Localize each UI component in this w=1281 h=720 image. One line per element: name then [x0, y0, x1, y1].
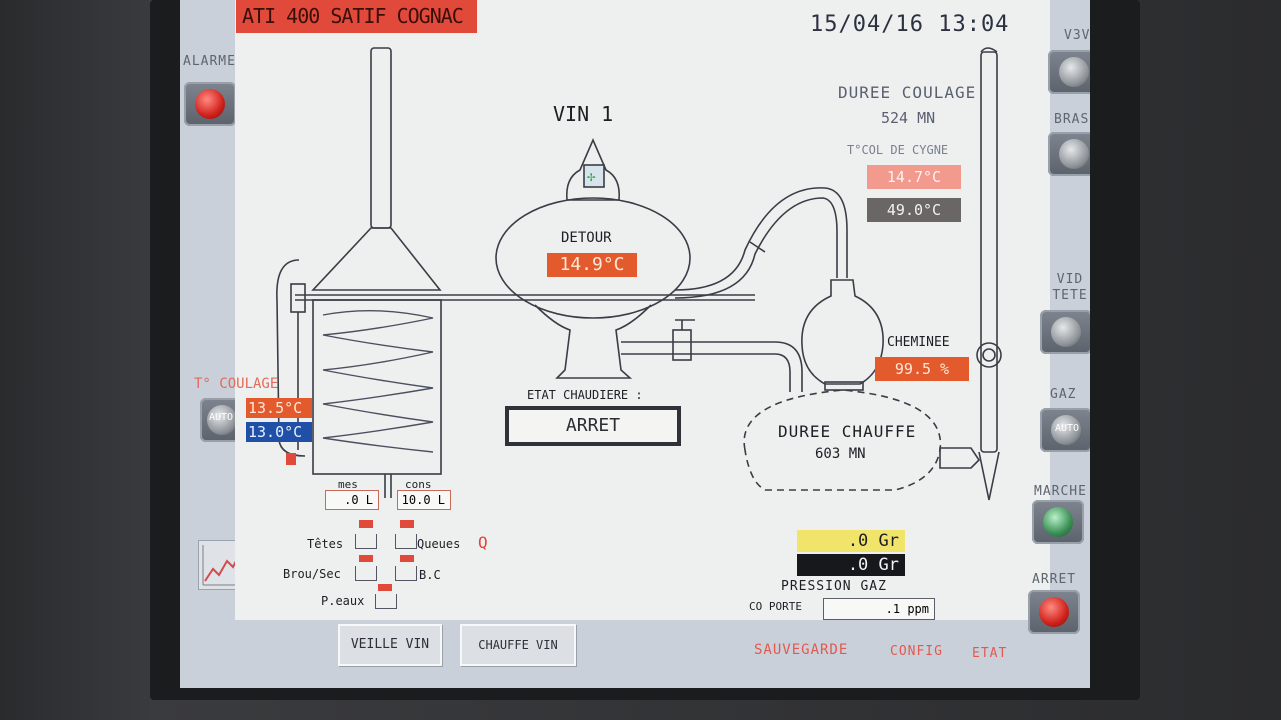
queues-mark: Q [478, 533, 488, 552]
vid-tete-button[interactable] [1040, 310, 1090, 354]
temp-coulage-hot: 13.5°C [246, 398, 312, 418]
sauvegarde-link[interactable]: SAUVEGARDE [754, 642, 849, 658]
datetime: 15/04/16 13:04 [810, 12, 1010, 37]
etat-chaudiere-label: ETAT CHAUDIERE : [527, 388, 643, 402]
mes-label: mes [338, 478, 358, 491]
brass-lamp-icon [1059, 139, 1089, 169]
peaux-valve-button[interactable] [375, 594, 397, 609]
etat-chaudiere-panel: ARRET [505, 406, 681, 446]
cheminee-label: CHEMINEE [887, 335, 950, 350]
coulage-status-icon [286, 453, 296, 465]
installation-title: ATI 400 SATIF COGNAC [236, 0, 477, 33]
etat-link[interactable]: ETAT [972, 646, 1008, 661]
process-view: 15/04/16 13:04 VIN 1 DETOUR 14.9°C ✢ DUR… [235, 0, 1050, 620]
arret-lamp-icon [1039, 597, 1069, 627]
tetes-label: Têtes [307, 537, 344, 551]
v3v-button[interactable] [1048, 50, 1090, 94]
queues-valve-button[interactable] [395, 534, 417, 549]
co-porte-label: CO PORTE [749, 600, 802, 613]
duree-coulage-value: 524 MN [881, 109, 936, 127]
co-porte-value: .1 ppm [823, 598, 935, 620]
alarm-lamp-icon [195, 89, 225, 119]
tetes-valve-button[interactable] [355, 534, 377, 549]
mes-field: .0 L [325, 490, 379, 510]
col-cygne-temp-2: 49.0°C [867, 198, 961, 222]
marche-button[interactable] [1032, 500, 1084, 544]
chauffe-vin-button[interactable]: CHAUFFE VIN [460, 624, 576, 666]
alarm-button[interactable] [184, 82, 236, 126]
bc-valve-button[interactable] [395, 566, 417, 581]
brou-sec-valve-button[interactable] [355, 566, 377, 581]
duree-chauffe-label: DUREE CHAUFFE [778, 422, 917, 441]
peaux-label: P.eaux [321, 594, 365, 608]
gas-value-1: .0 Gr [797, 530, 905, 552]
bc-indicator-icon [400, 555, 414, 562]
brass-button[interactable] [1048, 132, 1090, 176]
brou-indicator-icon [359, 555, 373, 562]
tetes-indicator-icon [359, 520, 373, 528]
auto-label: AUTO [209, 412, 234, 423]
gas-value-2: .0 Gr [797, 554, 905, 576]
vid-tete-label: VID TETE [1052, 272, 1088, 303]
cons-label: cons [405, 478, 432, 491]
pression-gaz-label: PRESSION GAZ [781, 579, 887, 594]
col-cygne-label: T°COL DE CYGNE [847, 143, 949, 157]
queues-label: Queues [417, 537, 461, 551]
col-cygne-temp-1: 14.7°C [867, 165, 961, 189]
wine-label: VIN 1 [553, 102, 614, 126]
bc-label: B.C [419, 568, 441, 582]
etat-chaudiere-value: ARRET [509, 410, 677, 442]
v3v-lamp-icon [1059, 57, 1089, 87]
peaux-indicator-icon [378, 584, 392, 591]
veille-vin-button[interactable]: VEILLE VIN [338, 624, 442, 666]
temp-coulage-label: T° COULAGE [194, 376, 279, 392]
distillery-diagram [276, 47, 1002, 501]
marche-lamp-icon [1043, 507, 1073, 537]
cons-field[interactable]: 10.0 L [397, 490, 451, 510]
gaz-lamp-icon [1051, 415, 1081, 445]
vid-tete-lamp-icon [1051, 317, 1081, 347]
detour-temp: 14.9°C [547, 253, 637, 277]
auto-lamp-icon [207, 405, 237, 435]
brou-sec-label: Brou/Sec [283, 567, 341, 581]
gaz-auto-label: AUTO [1055, 423, 1080, 434]
arret-label: ARRET [1032, 572, 1077, 587]
gaz-button[interactable]: AUTO [1040, 408, 1090, 452]
duree-chauffe-value: 603 MN [815, 446, 866, 462]
fan-icon: ✢ [587, 169, 596, 185]
cheminee-value: 99.5 % [875, 357, 969, 381]
duree-coulage-label: DUREE COULAGE [838, 83, 977, 102]
hmi-screen: ALARME AUTO [180, 0, 1090, 688]
alarm-label: ALARME [183, 54, 236, 69]
v3v-label: V3V [1064, 28, 1090, 43]
detour-label: DETOUR [561, 230, 612, 246]
queues-indicator-icon [400, 520, 414, 528]
brass-label: BRASS [1054, 112, 1090, 127]
arret-button[interactable] [1028, 590, 1080, 634]
gaz-label: GAZ [1050, 387, 1077, 402]
config-link[interactable]: CONFIG [890, 644, 943, 659]
temp-coulage-cold: 13.0°C [246, 422, 312, 442]
marche-label: MARCHE [1034, 484, 1087, 499]
